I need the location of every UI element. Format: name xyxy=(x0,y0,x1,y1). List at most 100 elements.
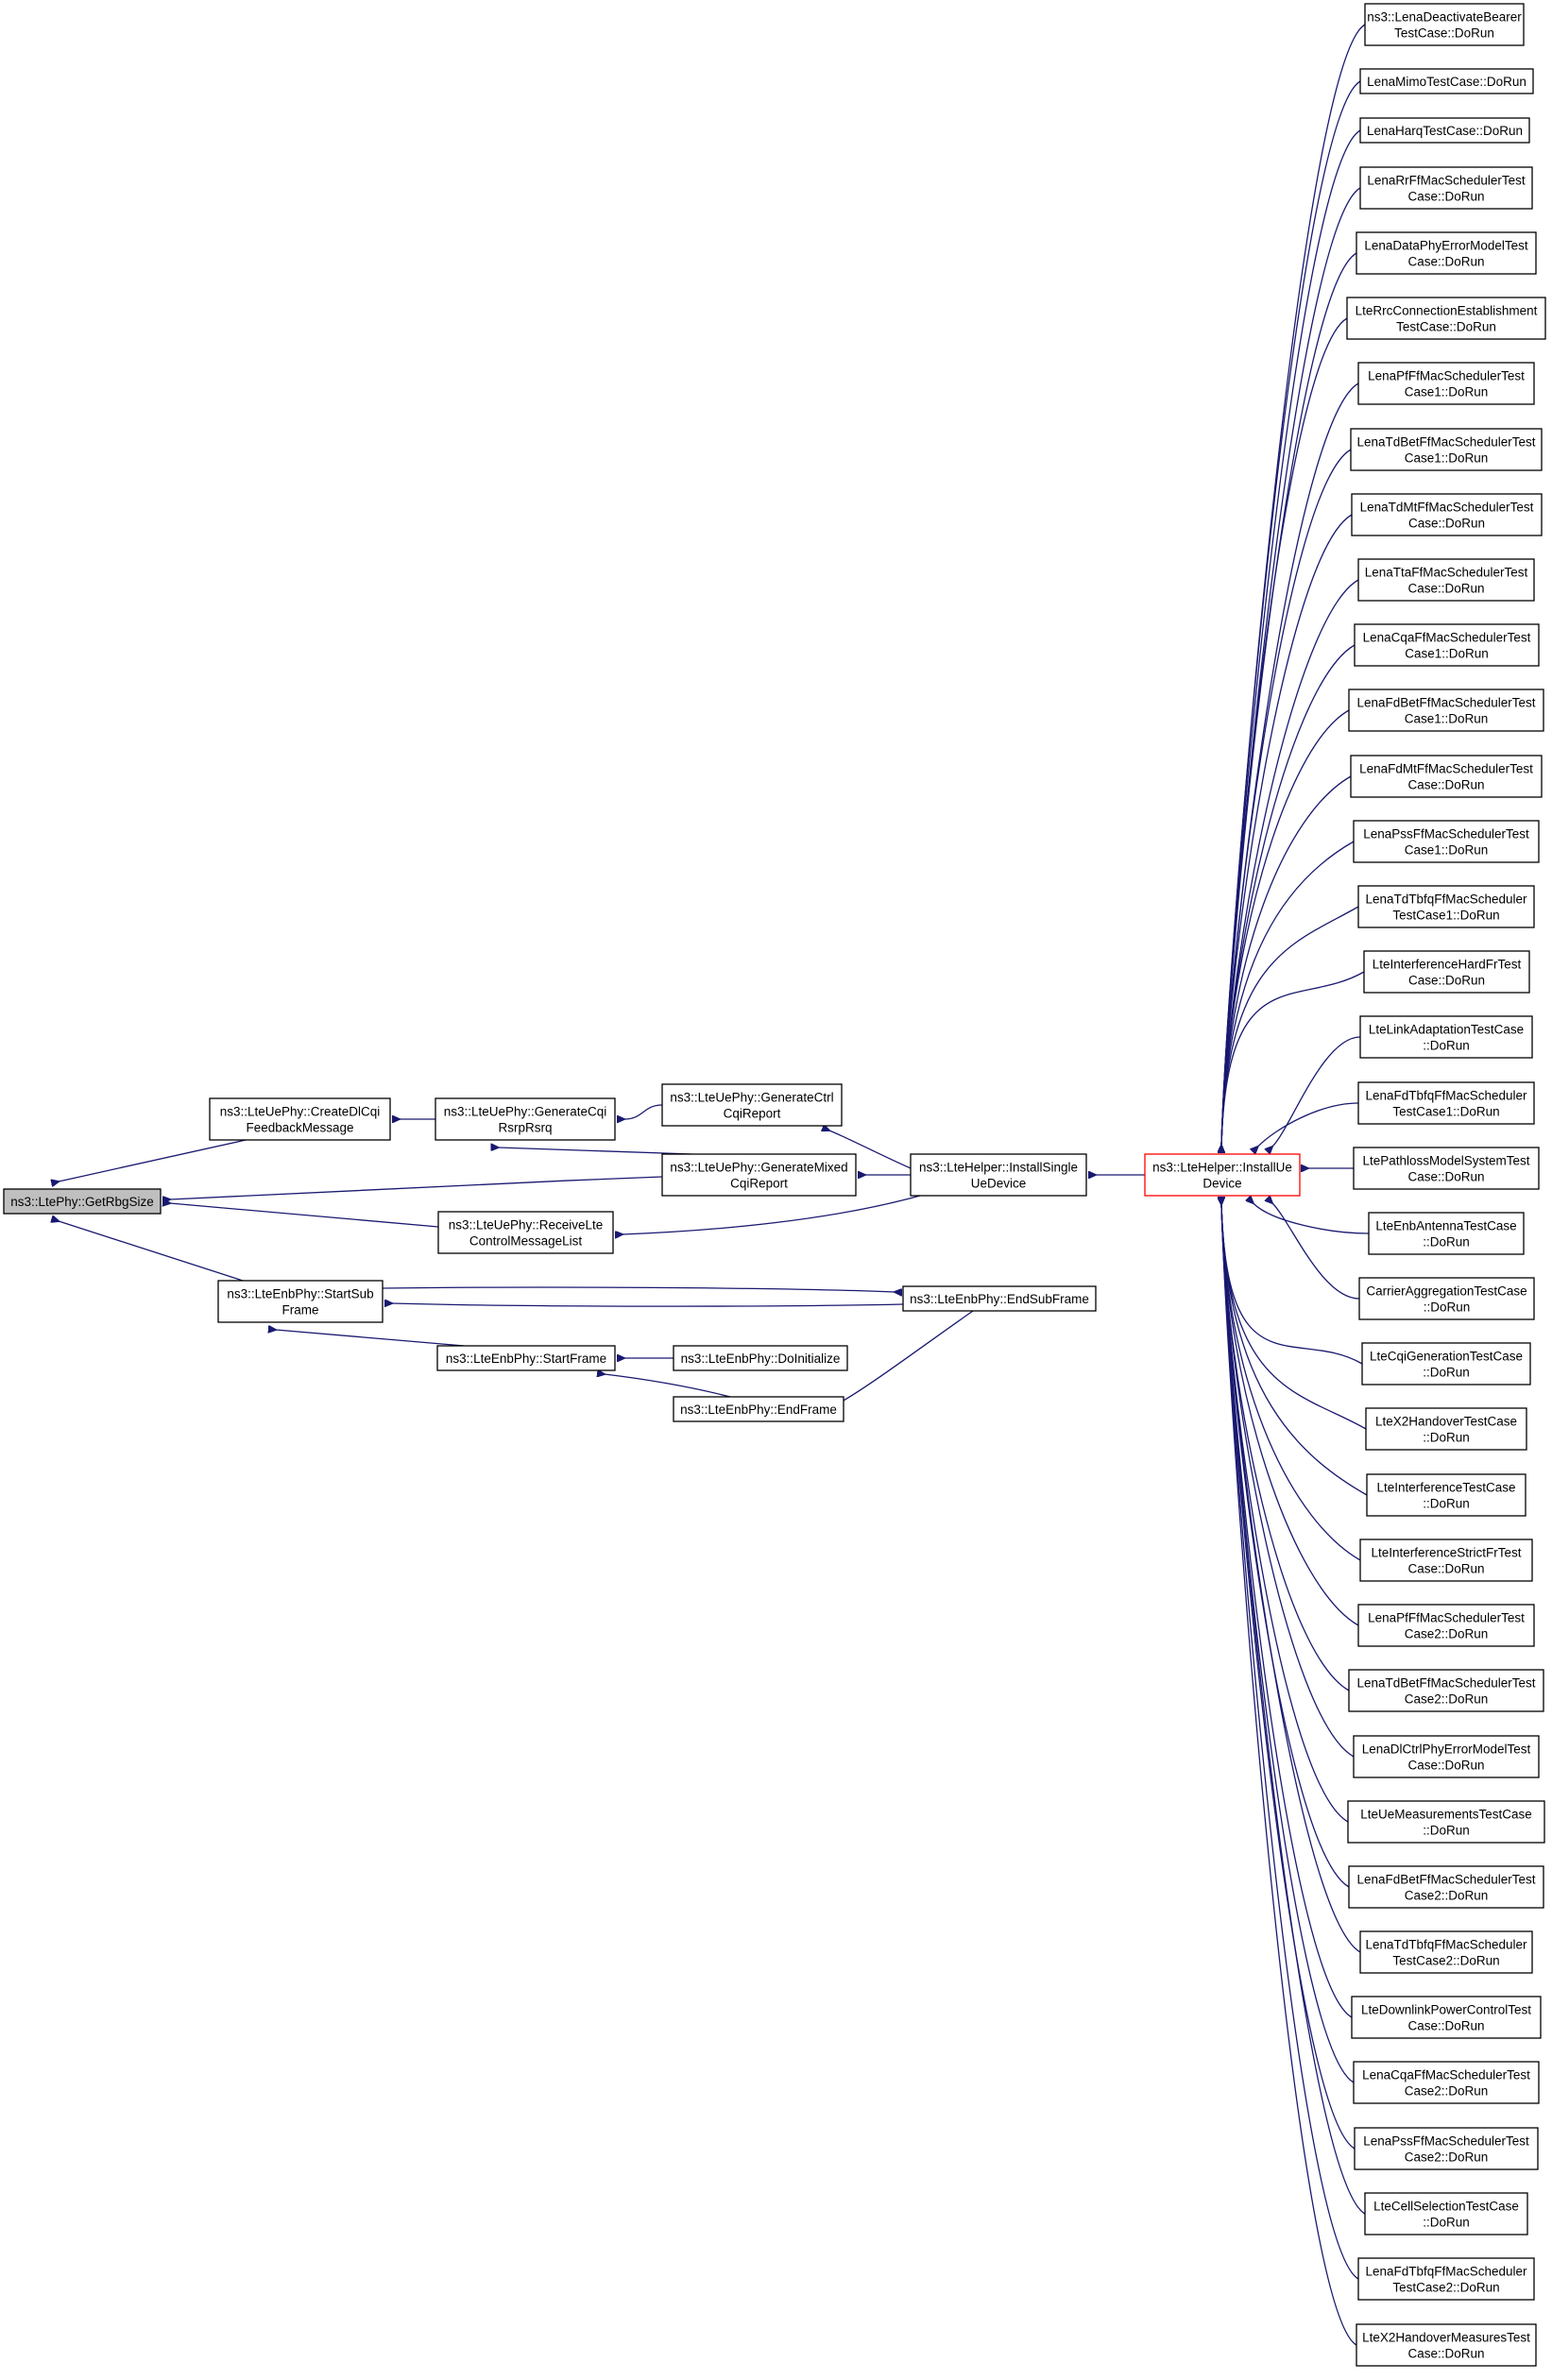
node-label: ::DoRun xyxy=(1423,1431,1470,1445)
node-startframe[interactable]: ns3::LteEnbPhy::StartFrame xyxy=(436,1345,616,1371)
node-label: ns3::LteEnbPhy::StartSub xyxy=(227,1287,373,1301)
node-t5[interactable]: LteRrcConnectionEstablishmentTestCase::D… xyxy=(1346,297,1546,340)
node-endsub[interactable]: ns3::LteEnbPhy::EndSubFrame xyxy=(902,1285,1097,1312)
node-label: Case2::DoRun xyxy=(1405,2084,1489,2099)
node-label: TestCase2::DoRun xyxy=(1392,2281,1499,2295)
node-createdlcqi[interactable]: ns3::LteUePhy::CreateDlCqiFeedbackMessag… xyxy=(209,1097,391,1141)
node-box xyxy=(661,1153,857,1197)
edge-startframe-to-startsub xyxy=(276,1330,465,1347)
node-label: Case1::DoRun xyxy=(1405,451,1489,466)
node-label: CqiReport xyxy=(730,1177,788,1191)
node-box xyxy=(1363,950,1530,994)
node-t20[interactable]: CarrierAggregationTestCase::DoRun xyxy=(1358,1277,1535,1320)
node-t16[interactable]: LteLinkAdaptationTestCase::DoRun xyxy=(1359,1015,1533,1059)
node-label: ns3::LteUePhy::GenerateCqi xyxy=(444,1105,607,1119)
edge-t36-to-installue xyxy=(1221,1204,1357,2346)
node-box xyxy=(1359,117,1530,144)
node-box xyxy=(1346,297,1546,340)
edge-t20-to-installue xyxy=(1272,1203,1360,1300)
node-t28[interactable]: LteUeMeasurementsTestCase::DoRun xyxy=(1347,1800,1545,1844)
node-getrbgsize[interactable]: ns3::LtePhy::GetRbgSize xyxy=(3,1188,162,1215)
node-box xyxy=(1357,1081,1535,1125)
node-label: Case::DoRun xyxy=(1407,1759,1484,1773)
node-box xyxy=(1354,623,1540,667)
node-label: Device xyxy=(1202,1177,1241,1191)
node-t23[interactable]: LteInterferenceTestCase::DoRun xyxy=(1366,1473,1526,1517)
node-label: LenaHarqTestCase::DoRun xyxy=(1367,124,1523,138)
node-t2[interactable]: LenaHarqTestCase::DoRun xyxy=(1359,117,1530,144)
edge-t19-to-installue xyxy=(1254,1203,1370,1234)
node-receivelte[interactable]: ns3::LteUePhy::ReceiveLteControlMessageL… xyxy=(437,1211,614,1254)
node-label: LteX2HandoverTestCase xyxy=(1375,1415,1517,1429)
node-box xyxy=(1364,3,1525,46)
node-label: ns3::LteUePhy::GenerateCtrl xyxy=(670,1091,833,1105)
node-box xyxy=(1359,1930,1533,1974)
node-t1[interactable]: LenaMimoTestCase::DoRun xyxy=(1359,68,1534,94)
node-label: Case2::DoRun xyxy=(1405,2150,1489,2165)
node-box xyxy=(1365,1407,1527,1451)
node-box xyxy=(209,1097,391,1141)
node-layer: ns3::LtePhy::GetRbgSize ns3::LteUePhy::Cr… xyxy=(3,3,1546,2367)
node-t19[interactable]: LteEnbAntennaTestCase::DoRun xyxy=(1368,1212,1525,1255)
edge-endsub-to-endframe xyxy=(837,1310,974,1404)
node-label: ::DoRun xyxy=(1423,1824,1470,1838)
edge-t30-to-installue xyxy=(1221,1204,1361,1953)
edge-receivelte-to-getrbgsize xyxy=(170,1203,439,1228)
node-box xyxy=(436,1345,616,1371)
node-label: ns3::LteUePhy::CreateDlCqi xyxy=(220,1105,381,1119)
node-box xyxy=(1353,1735,1540,1778)
node-label: LteLinkAdaptationTestCase xyxy=(1369,1023,1524,1037)
node-box xyxy=(1350,428,1543,471)
node-box xyxy=(902,1285,1097,1312)
node-box xyxy=(1357,1604,1535,1647)
node-box xyxy=(1348,1669,1544,1712)
node-t21[interactable]: LteCqiGenerationTestCase::DoRun xyxy=(1361,1342,1531,1386)
edge-t1-to-installue xyxy=(1221,80,1361,1146)
node-doinit[interactable]: ns3::LteEnbPhy::DoInitialize xyxy=(673,1345,848,1371)
node-label: LenaFdMtFfMacSchedulerTest xyxy=(1359,762,1533,776)
edge-t21-to-installue xyxy=(1221,1204,1363,1365)
node-label: ::DoRun xyxy=(1424,1300,1471,1315)
node-label: Case::DoRun xyxy=(1407,1170,1484,1184)
node-box xyxy=(1359,166,1533,210)
node-t22[interactable]: LteX2HandoverTestCase::DoRun xyxy=(1365,1407,1527,1451)
edge-t14-to-installue xyxy=(1221,906,1359,1146)
node-box xyxy=(1357,2257,1535,2301)
node-box xyxy=(1357,558,1535,602)
node-endframe[interactable]: ns3::LteEnbPhy::EndFrame xyxy=(673,1396,844,1422)
node-label: LteEnbAntennaTestCase xyxy=(1375,1219,1516,1233)
node-t34[interactable]: LteCellSelectionTestCase::DoRun xyxy=(1364,2192,1528,2236)
